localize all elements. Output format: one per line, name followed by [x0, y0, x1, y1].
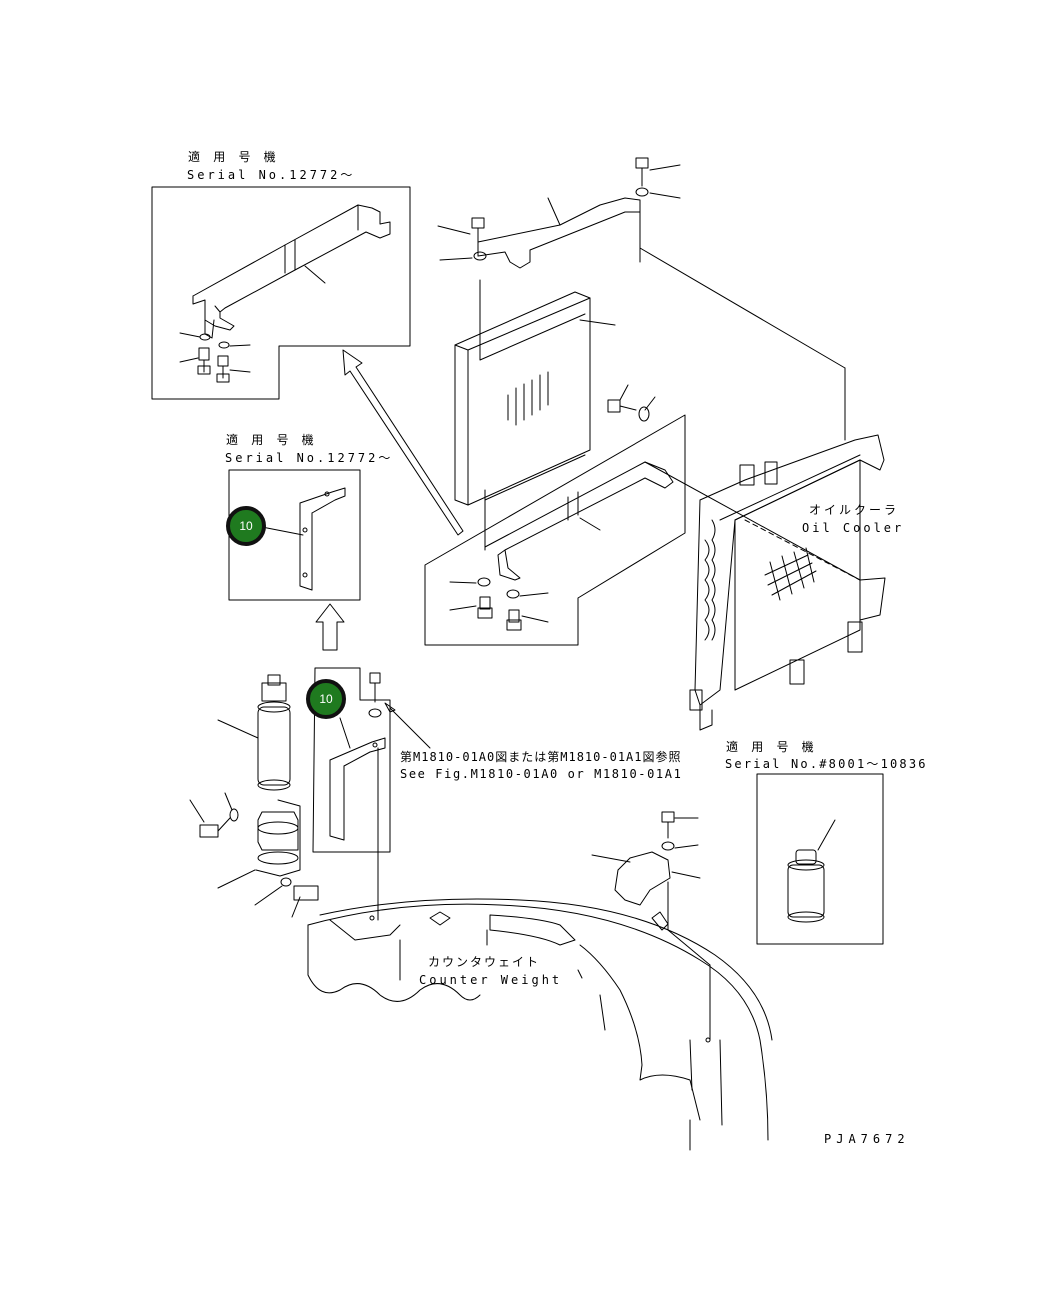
note-right-en: Serial No.#8001～10836: [725, 757, 928, 771]
note-mid-left-jp: 適 用 号 機: [226, 433, 317, 447]
clamp-assembly: [190, 793, 318, 917]
receiver-drier: [218, 675, 290, 790]
part-callout-10-upper[interactable]: 10: [226, 506, 266, 546]
counterweight-label-en: Counter Weight: [419, 973, 563, 987]
oil-cooler-label-jp: オイルクーラ: [809, 503, 900, 517]
note-top-left-jp: 適 用 号 機: [188, 150, 279, 164]
counterweight-label-jp: カウンタウェイト: [428, 955, 541, 969]
counterweight: [308, 899, 772, 1150]
oil-cooler-frame: [690, 368, 885, 730]
bolts-mid: [608, 385, 655, 421]
inset-box-top-left: [152, 187, 410, 399]
top-bracket: [478, 198, 845, 368]
bolts-top: [438, 158, 680, 260]
note-top-left-en: Serial No.12772～: [187, 168, 356, 182]
bracket-mid-left: [262, 488, 345, 590]
lower-bracket: [450, 462, 860, 630]
oil-cooler-label-en: Oil Cooler: [802, 521, 905, 535]
drawing-number: PJA7672: [824, 1132, 910, 1146]
note-right-jp: 適 用 号 機: [726, 740, 817, 754]
bolts-top-left: [180, 333, 250, 382]
note-mid-left-en: Serial No.12772～: [225, 451, 394, 465]
bracket-top-left: [193, 205, 390, 338]
part-callout-10-lower[interactable]: 10: [306, 679, 346, 719]
arrow-to-top-left-inset: [343, 350, 463, 535]
bolt-lower-left: [369, 673, 430, 748]
arrow-up-mid: [316, 604, 344, 650]
inset-box-right: [757, 774, 883, 944]
bracket-lower-left: [330, 718, 385, 920]
receiver-alt: [788, 820, 835, 922]
see-fig-label-jp: 第M1810-01A0図または第M1810-01A1図参照: [400, 750, 682, 764]
inset-box-lower-bracket: [425, 415, 685, 645]
oil-cooler-core: [455, 280, 615, 550]
bracket-right-mid: [592, 812, 710, 1040]
inset-box-lower-left: [313, 668, 390, 852]
see-fig-label-en: See Fig.M1810-01A0 or M1810-01A1: [400, 767, 683, 781]
